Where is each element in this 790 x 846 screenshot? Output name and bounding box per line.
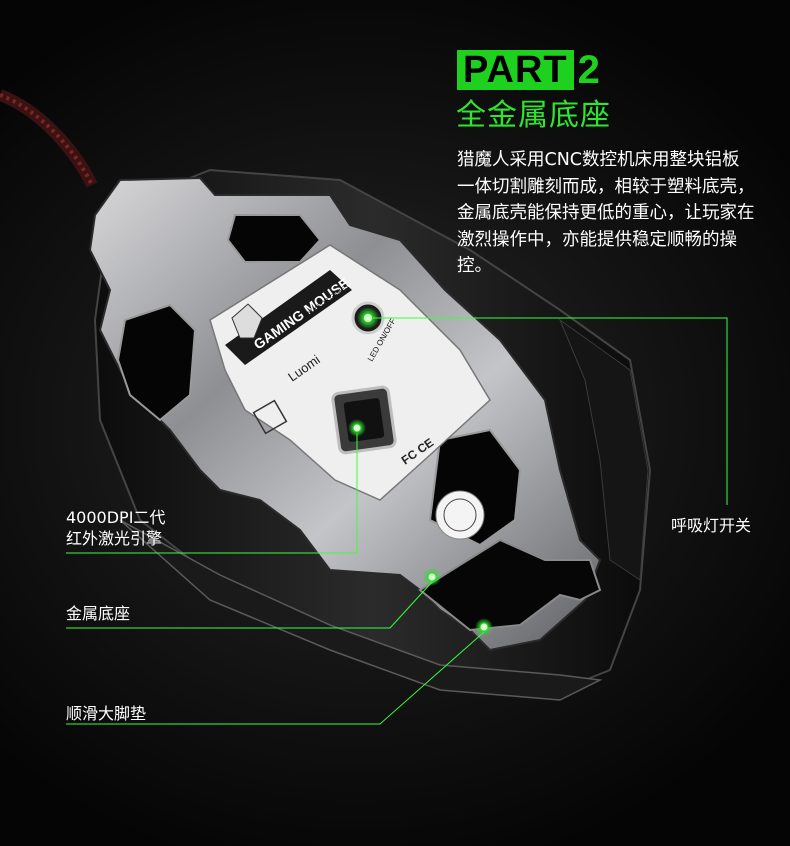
callout-line-sensor: [66, 433, 358, 554]
callout-led-switch-text: 呼吸灯开关: [671, 516, 752, 535]
feature-description: 猎魔人采用CNC数控机床用整块铝板一体切割雕刻而成，相较于塑料底壳，金属底壳能保…: [457, 150, 755, 276]
section-title: 全金属底座: [456, 98, 611, 133]
callout-mouse-feet-text: 顺滑大脚垫: [66, 704, 147, 723]
callout-mouse-feet: 顺滑大脚垫: [66, 703, 146, 724]
callout-line-base: [66, 581, 433, 629]
callout-lines: [66, 317, 728, 725]
callout-sensor-line1: 4000DPI二代: [66, 508, 166, 527]
callout-led-switch: 呼吸灯开关: [671, 515, 751, 536]
callout-sensor: 4000DPI二代 红外激光引擎: [66, 507, 165, 549]
callout-sensor-line2: 红外激光引擎: [66, 529, 163, 548]
mouse-cable: [0, 89, 98, 188]
callout-metal-base-text: 金属底座: [66, 604, 131, 623]
part-badge: PART 2: [457, 50, 600, 90]
callout-line-led: [373, 317, 728, 505]
part-word: PART: [457, 50, 574, 90]
callout-line-feet: [66, 631, 485, 725]
part-number: 2: [577, 48, 600, 92]
callout-metal-base: 金属底座: [66, 603, 130, 624]
